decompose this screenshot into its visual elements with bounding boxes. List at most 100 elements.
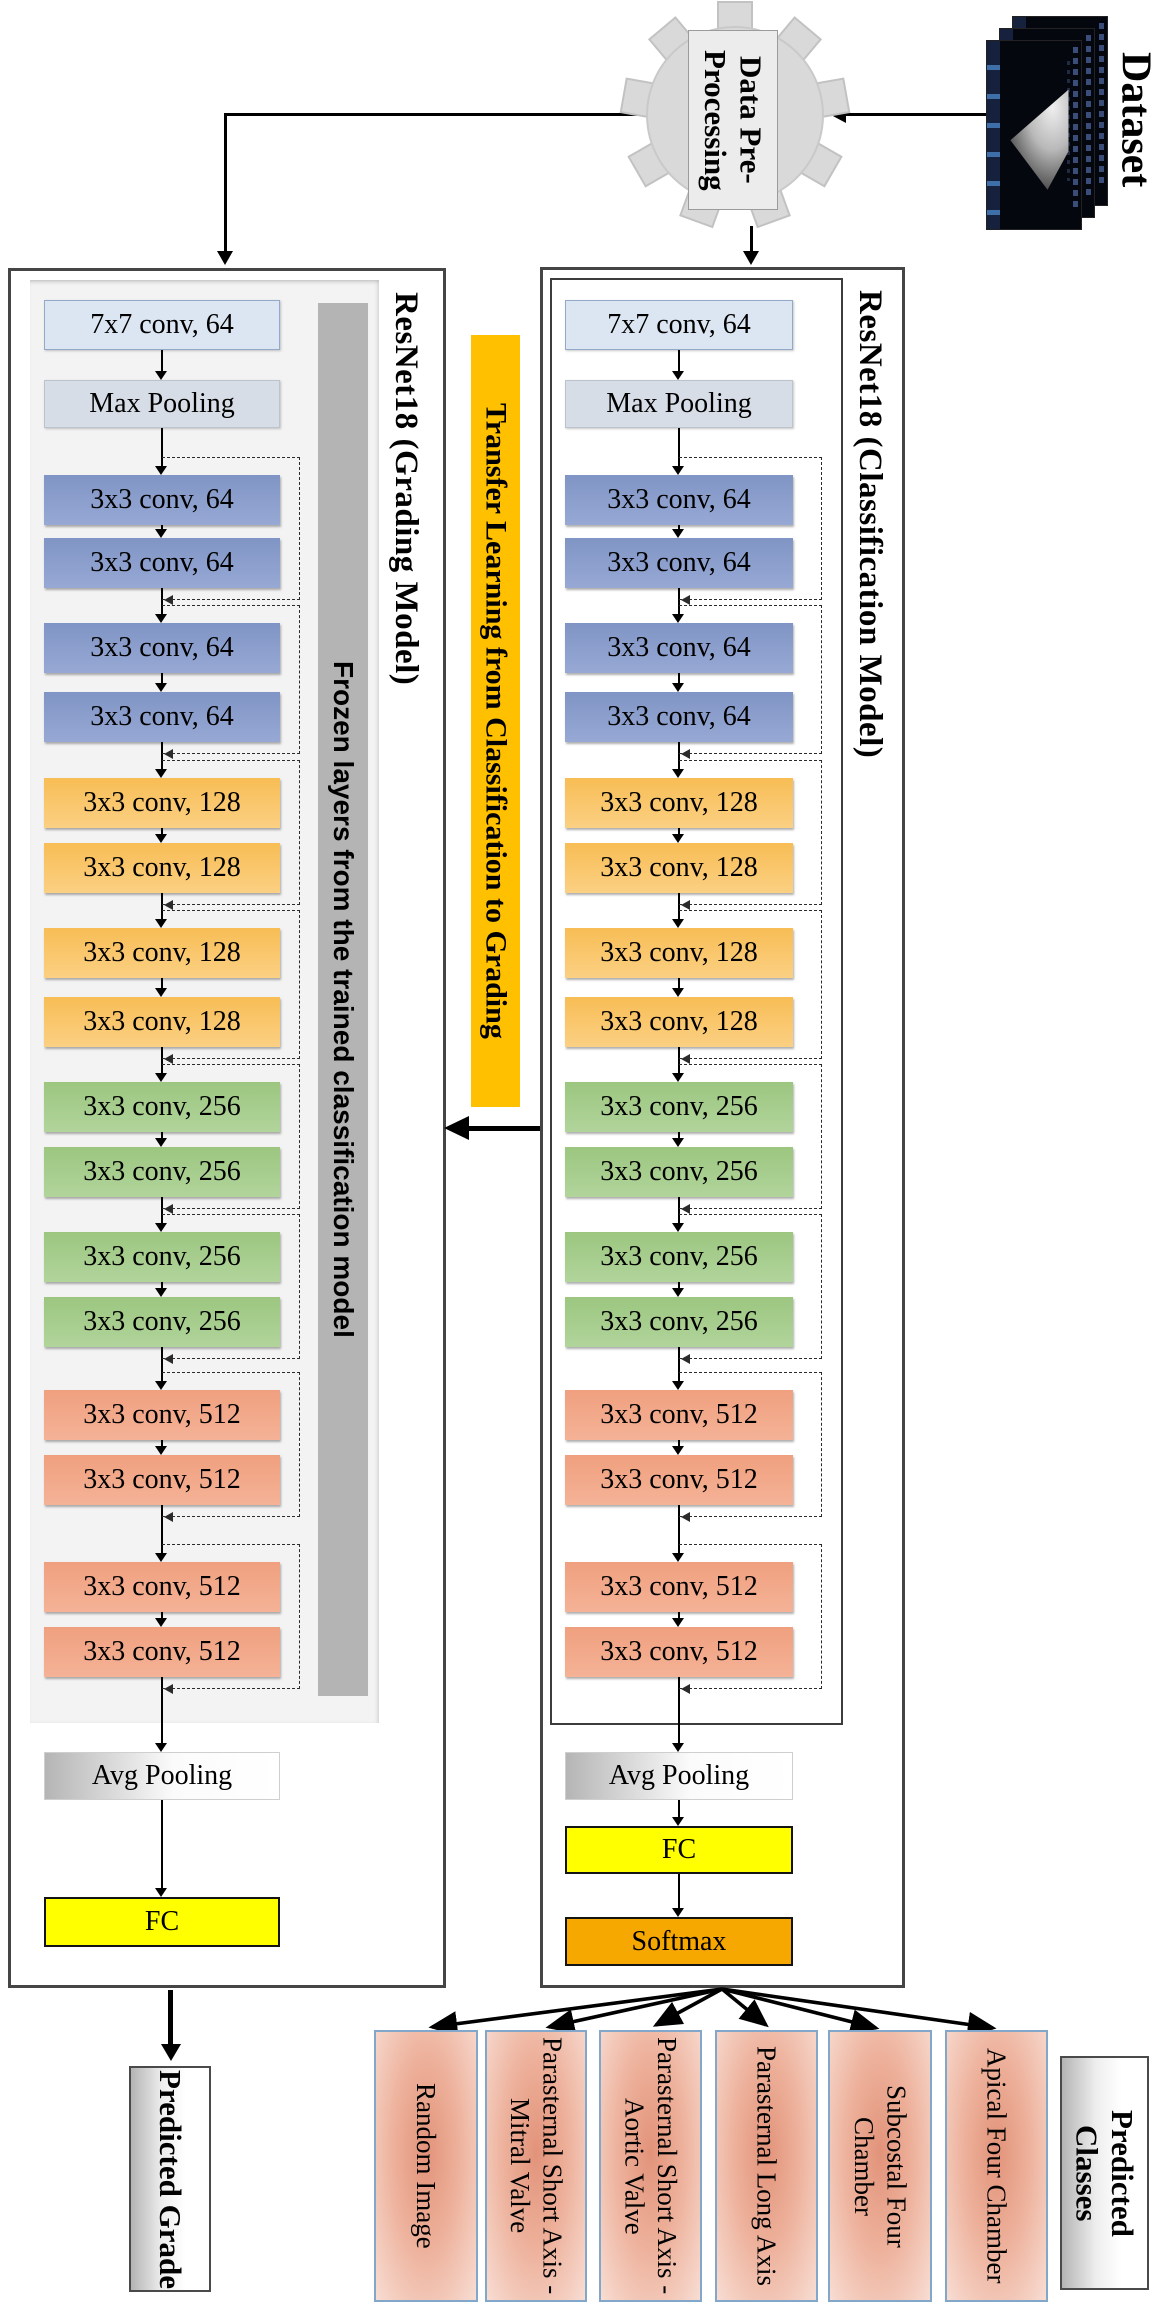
skip-arrowhead — [164, 1354, 173, 1364]
class-box: Random Image — [374, 2030, 478, 2302]
transfer-learning-label: Transfer Learning from Classification to… — [479, 403, 513, 1039]
layer-arrow — [161, 673, 163, 684]
layer-arrow — [678, 1800, 680, 1818]
frozen-layers-label: Frozen layers from the trained classific… — [328, 661, 359, 1338]
layer-block: 3x3 conv, 64 — [44, 538, 280, 588]
arrowhead-into-grading — [217, 251, 233, 265]
layer-arrowhead — [155, 1446, 167, 1455]
skip-connection — [679, 1372, 822, 1517]
layer-block: 3x3 conv, 512 — [565, 1562, 793, 1612]
layer-arrowhead — [155, 614, 167, 623]
connector-gear-down — [750, 226, 753, 254]
layer-arrowhead — [672, 1073, 684, 1082]
connector-dataset-to-gear — [845, 113, 987, 116]
predicted-grade-label: Predicted Grade — [152, 2069, 188, 2289]
layer-arrow — [678, 828, 680, 835]
layer-arrowhead — [155, 529, 167, 538]
layer-arrowhead — [155, 834, 167, 843]
layer-arrowhead — [672, 614, 684, 623]
layer-block: 3x3 conv, 512 — [44, 1455, 280, 1505]
layer-arrow — [678, 1282, 680, 1289]
layer-arrowhead — [672, 1817, 684, 1826]
layer-arrowhead — [672, 1618, 684, 1627]
layer-arrowhead — [672, 1553, 684, 1562]
layer-block: 3x3 conv, 64 — [565, 475, 793, 525]
layer-arrow — [161, 1132, 163, 1139]
layer-block: 3x3 conv, 64 — [44, 475, 280, 525]
transfer-learning-banner: Transfer Learning from Classification to… — [471, 335, 520, 1107]
skip-connection — [162, 457, 300, 600]
transfer-arrow-head — [444, 1116, 469, 1140]
layer-arrow — [678, 1347, 680, 1382]
layer-arrowhead — [155, 683, 167, 692]
layer-arrowhead — [155, 1138, 167, 1147]
layer-block: 3x3 conv, 512 — [44, 1390, 280, 1440]
layer-block: Softmax — [565, 1917, 793, 1966]
layer-block: 3x3 conv, 256 — [565, 1082, 793, 1132]
class-box: Parasternal Short Axis - Mitral Valve — [485, 2030, 587, 2302]
layer-arrowhead — [672, 919, 684, 928]
preprocessing-label: Data Pre-Processing — [688, 30, 778, 210]
layer-arrow — [678, 1132, 680, 1139]
classification-model-title: ResNet18 (Classification Model) — [852, 290, 888, 759]
layer-arrowhead — [155, 1618, 167, 1627]
skip-arrowhead — [681, 1512, 690, 1522]
layer-arrow — [678, 742, 680, 770]
layer-arrowhead — [155, 919, 167, 928]
layer-block: 3x3 conv, 256 — [44, 1147, 280, 1197]
layer-block: 3x3 conv, 128 — [565, 778, 793, 828]
layer-block: Avg Pooling — [44, 1752, 280, 1800]
layer-arrow — [678, 428, 680, 467]
layer-arrowhead — [672, 1288, 684, 1297]
layer-arrowhead — [672, 1381, 684, 1390]
layer-arrowhead — [672, 1223, 684, 1232]
predicted-grade-arrow — [168, 1990, 173, 2046]
layer-arrowhead — [672, 1138, 684, 1147]
skip-connection — [162, 1372, 300, 1517]
layer-block: 3x3 conv, 256 — [565, 1147, 793, 1197]
ultrasound-fan — [1010, 89, 1069, 190]
connector-down-grading — [224, 113, 227, 253]
skip-arrowhead — [164, 1054, 173, 1064]
layer-block: 3x3 conv, 128 — [44, 997, 280, 1047]
layer-block: 3x3 conv, 128 — [44, 778, 280, 828]
layer-arrowhead — [155, 466, 167, 475]
skip-connection — [679, 457, 822, 600]
layer-arrow — [678, 673, 680, 684]
layer-arrowhead — [155, 1223, 167, 1232]
predicted-classes-box: Predicted Classes — [1060, 2056, 1149, 2290]
layer-arrow — [678, 1874, 680, 1909]
skip-connection — [679, 1064, 822, 1209]
layer-arrowhead — [672, 834, 684, 843]
connector-gear-to-grading — [225, 113, 640, 116]
layer-arrow — [161, 978, 163, 989]
skip-arrowhead — [681, 900, 690, 910]
layer-block: Avg Pooling — [565, 1752, 793, 1800]
skip-arrowhead — [164, 595, 173, 605]
skip-arrowhead — [681, 749, 690, 759]
layer-arrowhead — [672, 466, 684, 475]
layer-arrow — [161, 1197, 163, 1224]
skip-arrowhead — [681, 1204, 690, 1214]
layer-arrow — [161, 1047, 163, 1074]
layer-arrowhead — [672, 769, 684, 778]
layer-arrow — [161, 350, 163, 372]
skip-arrowhead — [681, 595, 690, 605]
layer-arrow — [678, 1612, 680, 1619]
layer-arrow — [161, 1800, 163, 1889]
layer-block: 3x3 conv, 512 — [565, 1455, 793, 1505]
layer-block: 3x3 conv, 128 — [44, 843, 280, 893]
layer-arrow — [678, 350, 680, 372]
layer-block: 3x3 conv, 512 — [565, 1627, 793, 1677]
layer-block: FC — [565, 1826, 793, 1874]
layer-arrow — [161, 588, 163, 615]
layer-arrowhead — [155, 769, 167, 778]
layer-arrow — [161, 893, 163, 920]
layer-arrow — [161, 1505, 163, 1554]
layer-arrow — [161, 742, 163, 770]
layer-block: Max Pooling — [44, 380, 280, 428]
layer-arrowhead — [672, 529, 684, 538]
layer-block: 7x7 conv, 64 — [44, 300, 280, 350]
layer-arrowhead — [155, 1381, 167, 1390]
